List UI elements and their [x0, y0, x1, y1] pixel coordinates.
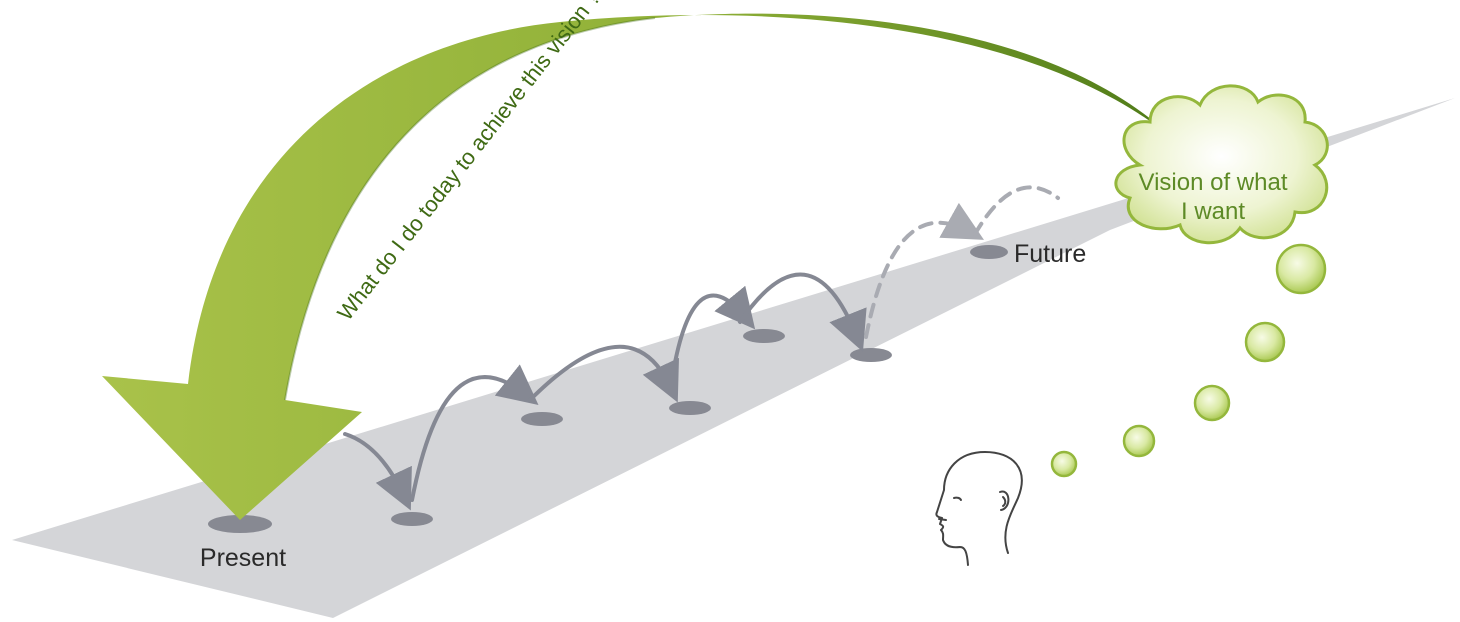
present-label: Present [200, 544, 286, 572]
future-label: Future [1014, 240, 1086, 268]
thought-bubble-icon [1124, 426, 1154, 456]
thought-bubble-icon [1277, 245, 1325, 293]
step-marker [391, 512, 433, 526]
vision-text-line2: I want [1181, 198, 1245, 225]
thought-bubble-icon [1052, 452, 1076, 476]
thought-bubble-icon [1195, 386, 1229, 420]
future-step-marker [970, 245, 1008, 259]
step-marker [521, 412, 563, 426]
step-marker [850, 348, 892, 362]
step-marker [743, 329, 785, 343]
head-profile-icon [936, 452, 1021, 565]
thought-bubble-icon [1246, 323, 1284, 361]
thought-bubbles [1052, 245, 1325, 476]
thought-cloud-icon: Vision of what I want [1116, 86, 1327, 243]
vision-text-line1: Vision of what [1139, 169, 1288, 196]
step-marker [669, 401, 711, 415]
